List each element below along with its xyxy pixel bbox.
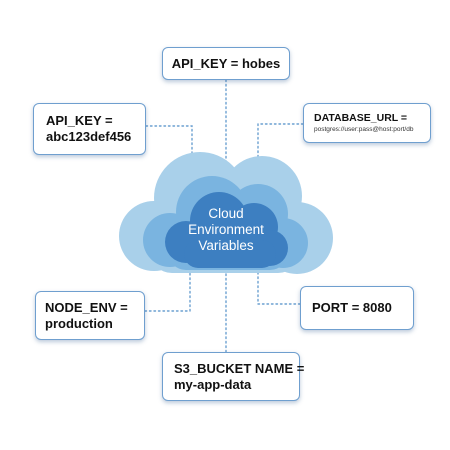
variable-value: abc123def456 [46, 129, 132, 144]
variable-box-database-url: DATABASE_URL = postgres://user:pass@host… [303, 103, 431, 143]
variable-value: production [45, 315, 113, 331]
cloud-label-line-1: Cloud [208, 206, 243, 221]
variable-box-api-key-top: API_KEY = hobes [162, 47, 290, 80]
connector-database-url [257, 123, 304, 183]
variable-value: postgres://user:pass@host:port/db [314, 126, 414, 134]
variable-label: API_KEY = hobes [171, 55, 281, 71]
variable-box-port: PORT = 8080 [300, 286, 414, 330]
cloud-label-line-3: Variables [198, 238, 254, 253]
variable-key: API_KEY = [46, 113, 113, 129]
variable-key: S3_BUCKET NAME = [174, 360, 305, 376]
variable-box-api-key-left: API_KEY = abc123def456 [33, 103, 146, 155]
cloud-label-line-2: Environment [188, 222, 264, 237]
variable-value: my-app-data [174, 376, 252, 392]
variable-label: PORT = 8080 [312, 300, 392, 316]
cloud-icon: Cloud Environment Variables [119, 152, 333, 274]
variable-key: DATABASE_URL = [314, 111, 408, 124]
connector-port [257, 265, 301, 305]
variable-box-node-env: NODE_ENV = production [35, 291, 145, 340]
variable-key: NODE_ENV = [45, 299, 128, 315]
variable-box-s3-bucket: S3_BUCKET NAME = my-app-data [162, 352, 304, 401]
connector-node-env [144, 265, 191, 312]
